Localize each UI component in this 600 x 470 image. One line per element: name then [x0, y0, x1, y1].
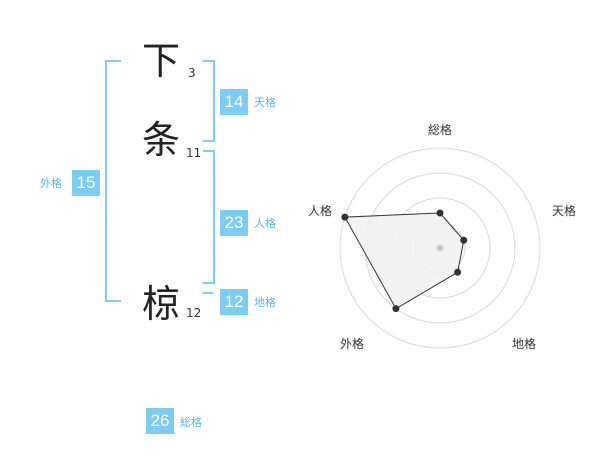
radar-point-4: [392, 305, 400, 313]
radar-polygon: [344, 212, 465, 310]
radar-axis-label-4: 外格: [340, 336, 364, 351]
soukaku-label: 総格: [180, 416, 202, 429]
radar-axis-label-3: 地格: [512, 336, 536, 351]
gaikaku-value: 15: [72, 170, 100, 196]
name-char-1: 下: [142, 39, 181, 83]
radar-point-5: [341, 213, 349, 221]
chikaku-bracket: [203, 292, 213, 294]
jinkaku-bracket: [203, 150, 215, 284]
name-char-3-strokes: 12: [186, 306, 202, 320]
tenkaku-bracket: [203, 60, 215, 142]
radar-axis-label-5: 人格: [308, 203, 332, 218]
name-char-2: 条: [142, 118, 181, 162]
radar-axis-label-2: 天格: [552, 203, 576, 218]
radar-point-2: [460, 236, 468, 244]
jinkaku-label: 人格: [254, 217, 276, 230]
name-char-1-strokes: 3: [188, 66, 196, 80]
jinkaku-value: 23: [220, 210, 248, 236]
radar-ring-4: [339, 147, 541, 349]
tenkaku-value: 14: [220, 89, 248, 115]
chikaku-label: 地格: [254, 296, 276, 309]
radar-point-3: [454, 268, 462, 276]
name-char-2-strokes: 11: [186, 146, 202, 160]
chikaku-value: 12: [220, 289, 248, 315]
soukaku-value: 26: [146, 408, 174, 434]
gaikaku-bracket: [105, 60, 121, 302]
gaikaku-label: 外格: [40, 177, 62, 190]
radar-axis-label-1: 総格: [428, 122, 452, 137]
radar-center: [436, 244, 444, 252]
name-char-3: 椋: [142, 282, 181, 326]
tenkaku-label: 天格: [254, 96, 276, 109]
radar-point-1: [436, 209, 444, 217]
